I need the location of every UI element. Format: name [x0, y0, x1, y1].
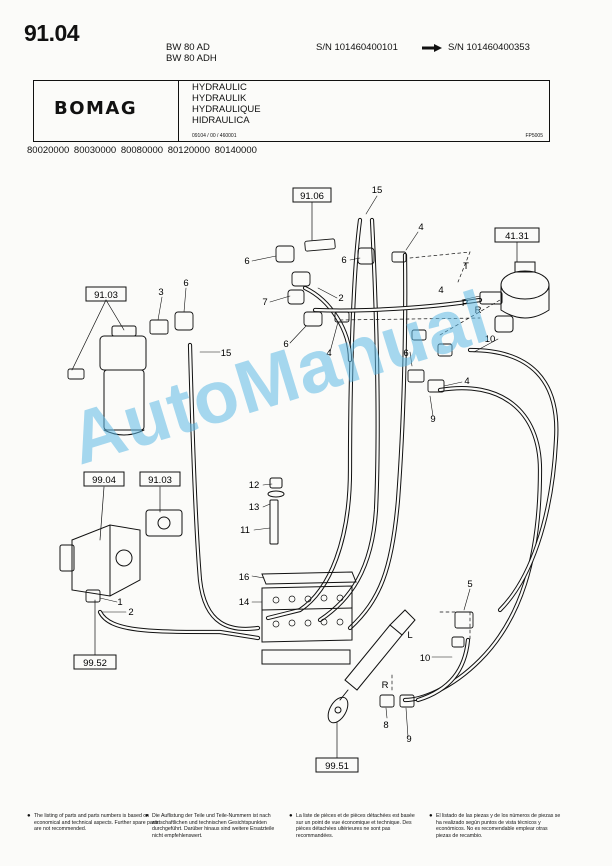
callout-4-mid: 4: [326, 348, 331, 359]
ref-box-41-31[interactable]: 41.31: [505, 231, 529, 242]
box-leaders: [71, 201, 518, 759]
callout-9-low: 9: [406, 734, 411, 745]
footnote-german: ● Die Auflistung der Teile und Teile-Num…: [145, 813, 277, 839]
valve-block: [145, 509, 183, 537]
ref-box-99-04[interactable]: 99.04: [92, 475, 116, 486]
title-english: HYDRAULIC: [192, 82, 247, 93]
title-spanish: HIDRAULICA: [192, 115, 250, 126]
filter-housing: [99, 325, 147, 436]
footnote-french-text: La liste de pièces et de pièces détachée…: [296, 813, 415, 839]
header-box: BOMAG HYDRAULIC HYDRAULIK HYDRAULIQUE HI…: [33, 80, 550, 142]
callout-12: 12: [249, 480, 260, 491]
arrow-right-icon: [422, 44, 442, 52]
footnote-spanish: ● El listado de las piezas y de los núme…: [429, 813, 561, 839]
footnote-english: ● The listing of parts and parts numbers…: [27, 813, 159, 833]
callout-6-right: 6: [403, 348, 408, 359]
callout-3: 3: [158, 287, 163, 298]
callout-8: 8: [383, 720, 388, 731]
title-french: HYDRAULIQUE: [192, 104, 261, 115]
model-line-1: BW 80 AD: [166, 42, 210, 53]
bullet-icon: ●: [145, 813, 149, 819]
callout-1: 1: [117, 597, 122, 608]
callout-2-low: 2: [128, 607, 133, 618]
ref-box-91-06[interactable]: 91.06: [300, 191, 324, 202]
ref-box-99-52[interactable]: 99.52: [83, 658, 107, 669]
part-callouts: 15 4 6 6 2 7 6 4 3 6 15 T P R 4 10 6 4 9…: [117, 185, 495, 745]
page-number: 91.04: [24, 20, 80, 46]
callout-port-r-cylinder: R: [382, 680, 389, 691]
ref-box-91-03-pump[interactable]: 91.03: [148, 475, 172, 486]
doc-code: 09104 / 00 / 460001: [192, 133, 237, 139]
footnote-spanish-text: El listado de las piezas y de los número…: [436, 813, 561, 839]
callout-line-l: L: [407, 630, 412, 641]
hydraulic-cylinder: [327, 609, 416, 724]
machine-numbers: 80020000 80030000 80080000 80120000 8014…: [27, 145, 257, 156]
footnote-english-text: The listing of parts and parts numbers i…: [34, 813, 159, 832]
callout-4-right: 4: [438, 285, 443, 296]
footnote-french: ● La liste de pièces et de pièces détach…: [289, 813, 421, 839]
callout-6-c: 6: [283, 339, 288, 350]
callout-13: 13: [249, 502, 260, 513]
figure-code: FP5005: [525, 133, 543, 139]
callout-6-a: 6: [244, 256, 249, 267]
callout-9-top: 9: [430, 414, 435, 425]
callout-15-left: 15: [221, 348, 232, 359]
callout-port-t: T: [463, 261, 469, 272]
callout-6-b: 6: [341, 255, 346, 266]
model-line-2: BW 80 ADH: [166, 53, 217, 64]
callout-4-low: 4: [464, 376, 469, 387]
hose-lines: [97, 217, 559, 703]
callout-15-top: 15: [372, 185, 383, 196]
bullet-icon: ●: [429, 813, 433, 819]
bullet-icon: ●: [289, 813, 293, 819]
fittings: [67, 238, 474, 708]
callout-7: 7: [262, 297, 267, 308]
header-divider: [178, 81, 180, 141]
hose-clamp: [261, 571, 357, 665]
callout-port-p: P: [462, 298, 468, 309]
bolt: [267, 477, 285, 545]
title-german: HYDRAULIK: [192, 93, 247, 104]
gear-pump: [59, 524, 141, 597]
steering-motor: [479, 261, 550, 333]
footnote-german-text: Die Auflistung der Teile und Teile-Numme…: [152, 813, 275, 839]
bullet-icon: ●: [27, 813, 31, 819]
callout-port-r: R: [475, 305, 482, 316]
callout-leaders: [99, 195, 499, 738]
callout-14: 14: [239, 597, 250, 608]
callout-16: 16: [239, 572, 250, 583]
serial-from: S/N 101460400101: [316, 42, 398, 53]
callout-10-low: 10: [420, 653, 431, 664]
callout-11: 11: [240, 525, 250, 536]
reference-boxes: 91.06 41.31 91.03 99.04 91.03 99.52 99.5…: [73, 187, 540, 773]
serial-to: S/N 101460400353: [448, 42, 530, 53]
callout-6-filter: 6: [183, 278, 188, 289]
callout-4-top: 4: [418, 222, 423, 233]
callout-2-top: 2: [338, 293, 343, 304]
ref-box-91-03[interactable]: 91.03: [94, 290, 118, 301]
ref-box-99-51[interactable]: 99.51: [325, 761, 349, 772]
callout-5: 5: [467, 579, 472, 590]
brand-logo: BOMAG: [54, 98, 138, 119]
callout-10-top: 10: [485, 334, 496, 345]
